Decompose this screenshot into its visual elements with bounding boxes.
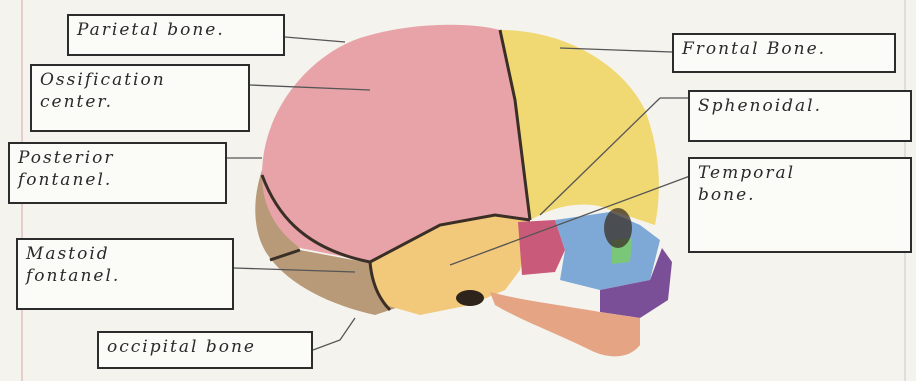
label-temporal-bone: Temporal bone. — [688, 157, 912, 253]
label-parietal-bone: Parietal bone. — [67, 14, 285, 56]
orbit — [604, 208, 632, 248]
label-mastoid-fontanel: Mastoid fontanel. — [16, 238, 234, 310]
label-occipital-bone: occipital bone — [97, 331, 313, 369]
label-sphenoidal: Sphenoidal. — [688, 90, 912, 142]
ear-canal — [456, 290, 484, 306]
label-frontal-bone: Frontal Bone. — [672, 33, 896, 73]
label-posterior-fontanel: Posterior fontanel. — [8, 142, 227, 204]
label-ossification-center: Ossification center. — [30, 64, 250, 132]
